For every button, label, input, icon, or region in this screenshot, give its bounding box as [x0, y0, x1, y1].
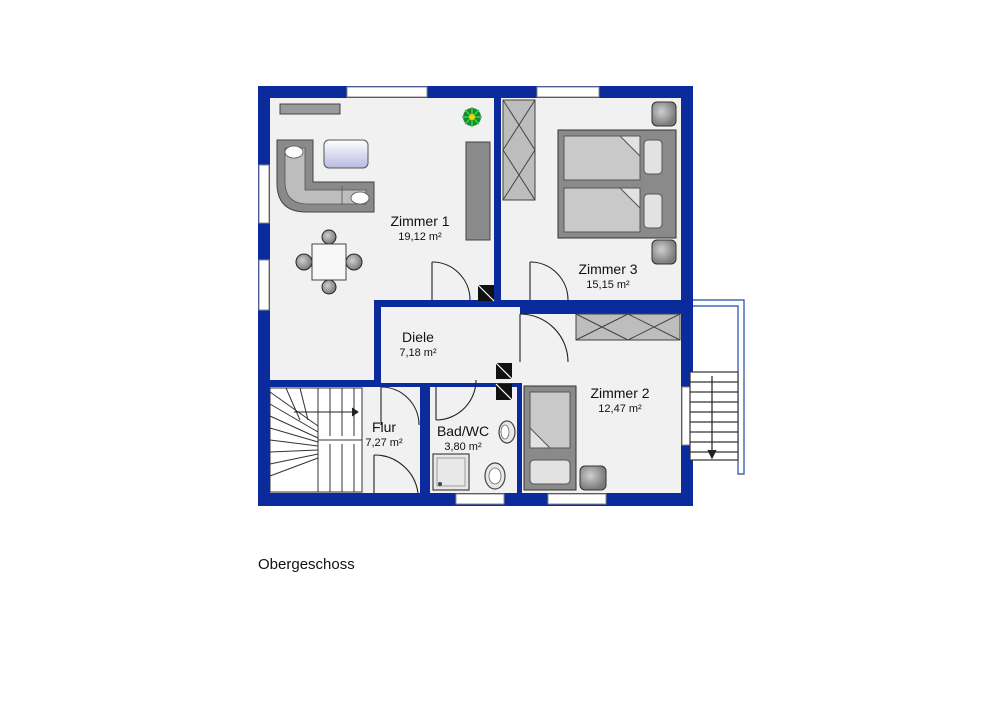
room-labels: Zimmer 1 19,12 m² Zimmer 3 15,15 m² Diel…	[365, 213, 649, 453]
door-bad	[435, 379, 477, 421]
door-entrance	[373, 454, 419, 494]
door-zimmer3	[529, 261, 569, 301]
wardrobe-icon	[575, 313, 681, 341]
plant-icon	[462, 107, 482, 127]
staircase-icon	[689, 299, 745, 475]
flur-wall-gap	[374, 380, 381, 387]
room-area-zimmer1: 19,12 m²	[398, 231, 442, 243]
wardrobe-icon	[502, 99, 536, 201]
bed-icon	[523, 385, 607, 491]
floor-caption: Obergeschoss	[258, 556, 355, 573]
door-zimmer1	[431, 261, 471, 301]
floor-zimmer1	[270, 98, 494, 380]
shaft-top	[477, 284, 495, 302]
window-left-1	[258, 164, 270, 224]
sink-icon	[498, 420, 516, 444]
window-bottom-1	[455, 493, 505, 505]
doors	[373, 261, 569, 494]
room-name-flur: Flur	[372, 419, 396, 435]
shelf-icon	[465, 141, 491, 241]
door-flur	[380, 386, 420, 426]
room-name-bad: Bad/WC	[437, 423, 489, 439]
window-top-1	[346, 86, 428, 98]
room-name-zimmer2: Zimmer 2	[590, 385, 649, 401]
window-top-2	[536, 86, 600, 98]
staircase-icon	[269, 387, 363, 493]
room-name-zimmer1: Zimmer 1	[390, 213, 449, 229]
lamp-table-icon	[323, 139, 369, 169]
room-name-diele: Diele	[402, 329, 434, 345]
toilet-icon	[484, 462, 506, 490]
table-icon	[295, 229, 363, 295]
sideboard-icon	[279, 103, 341, 115]
room-area-bad: 3,80 m²	[444, 441, 482, 453]
room-area-zimmer2: 12,47 m²	[598, 403, 642, 415]
room-area-diele: 7,18 m²	[399, 347, 437, 359]
shaft-bottom-2	[495, 383, 513, 401]
shower-icon	[432, 453, 470, 491]
sofa-icon	[276, 139, 375, 213]
window-bottom-2	[547, 493, 607, 505]
room-name-zimmer3: Zimmer 3	[578, 261, 637, 277]
door-diele	[519, 313, 569, 363]
room-area-flur: 7,27 m²	[365, 437, 403, 449]
window-left-2	[258, 259, 270, 311]
diele-wall-stub	[494, 283, 501, 307]
bed-icon	[557, 101, 677, 265]
room-area-zimmer3: 15,15 m²	[586, 279, 630, 291]
shaft-bottom-1	[495, 362, 513, 380]
